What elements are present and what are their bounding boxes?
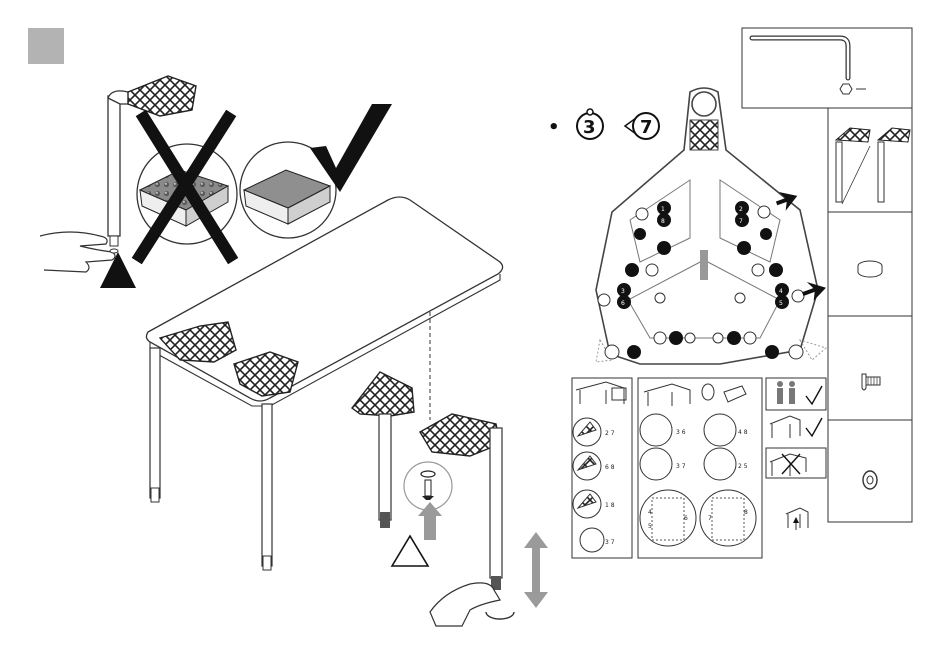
top-callout: • 3 7 (548, 109, 659, 139)
bolt-number-a: 3 (583, 117, 596, 138)
panel-pair-label: 6 (684, 515, 688, 522)
panel-pair-label: 3 7 (676, 463, 686, 470)
warning-triangle-icon (392, 536, 428, 566)
panel-pair-label: 6 8 (605, 464, 615, 471)
pin-label: 6 (621, 300, 625, 307)
step-badge (28, 28, 64, 64)
panel-pair-label: 8 (744, 509, 748, 516)
panel-pair-label: 4 (648, 509, 652, 516)
panel-pair-label: 3 7 (605, 539, 615, 546)
pin-label: 8 (661, 218, 665, 225)
pin-label: 1 (661, 206, 665, 213)
pin-label: 5 (779, 300, 783, 307)
height-adjust-arrow (524, 532, 548, 608)
hand-icon (40, 232, 118, 286)
washer-icon (863, 471, 877, 489)
panel-pair-label: 5 (648, 523, 652, 530)
bullet-mark: • (548, 117, 560, 138)
panel-pair-label: 7 (708, 515, 712, 522)
bolt-number-b: 7 (640, 117, 653, 138)
hand-icon-bottom (430, 583, 514, 626)
panel-pair-label: 1 8 (605, 502, 615, 509)
panel-pair-label: 3 6 (676, 429, 686, 436)
cap-icon (858, 261, 882, 277)
panel-pair-label: 4 8 (738, 429, 748, 436)
panel-pair-label: 2 5 (738, 463, 748, 470)
loose-leg (352, 372, 414, 528)
panel-middle: 3 6 4 8 3 7 2 5 4 5 6 7 8 (638, 378, 762, 558)
pin-label: 2 (739, 206, 743, 213)
panel-left: 2 7 6 8 1 8 3 7 (572, 378, 632, 558)
panel-pair-label: 2 7 (605, 430, 615, 437)
pin-label: 3 (621, 288, 625, 295)
pin-label: 7 (739, 218, 743, 225)
panel-right (766, 378, 826, 530)
screw-callout (404, 462, 452, 510)
pin-label: 4 (779, 288, 783, 295)
